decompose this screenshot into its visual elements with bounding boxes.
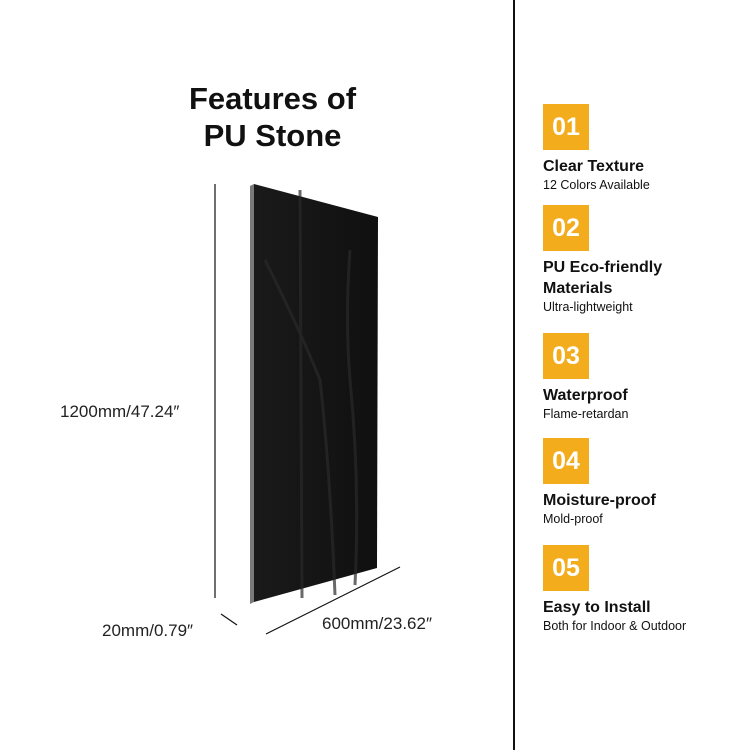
pu-stone-panel (254, 184, 378, 602)
feature-subtitle: Mold-proof (543, 512, 603, 526)
feature-subtitle: Flame-retardan (543, 407, 629, 421)
feature-subtitle: 12 Colors Available (543, 178, 650, 192)
feature-number: 05 (543, 545, 589, 591)
thickness-dimension-line (220, 613, 238, 626)
feature-item: 05 Easy to Install Both for Indoor & Out… (543, 545, 743, 634)
feature-subtitle: Ultra-lightweight (543, 300, 633, 314)
feature-item: 03 Waterproof Flame-retardan (543, 333, 743, 422)
thickness-label: 20mm/0.79″ (102, 621, 194, 640)
feature-subtitle: Both for Indoor & Outdoor (543, 619, 687, 633)
panel-edge (250, 184, 254, 604)
feature-item: 04 Moisture-proof Mold-proof (543, 438, 743, 527)
feature-number: 02 (543, 205, 589, 251)
width-dimension-line (265, 566, 401, 635)
feature-item: 02 PU Eco-friendly Materials Ultra-light… (543, 205, 693, 315)
feature-title: Moisture-proof (543, 492, 656, 509)
feature-number: 03 (543, 333, 589, 379)
feature-title: Easy to Install (543, 599, 651, 616)
feature-title: PU Eco-friendly Materials (543, 259, 663, 297)
feature-number: 04 (543, 438, 589, 484)
height-label: 1200mm/47.24″ (60, 402, 180, 421)
divider (513, 0, 515, 750)
feature-title: Clear Texture (543, 158, 645, 175)
feature-title: Waterproof (543, 387, 628, 404)
feature-item: 01 Clear Texture 12 Colors Available (543, 104, 743, 193)
feature-number: 01 (543, 104, 589, 150)
width-label: 600mm/23.62″ (322, 614, 432, 633)
page-title: Features of PU Stone (188, 81, 357, 153)
